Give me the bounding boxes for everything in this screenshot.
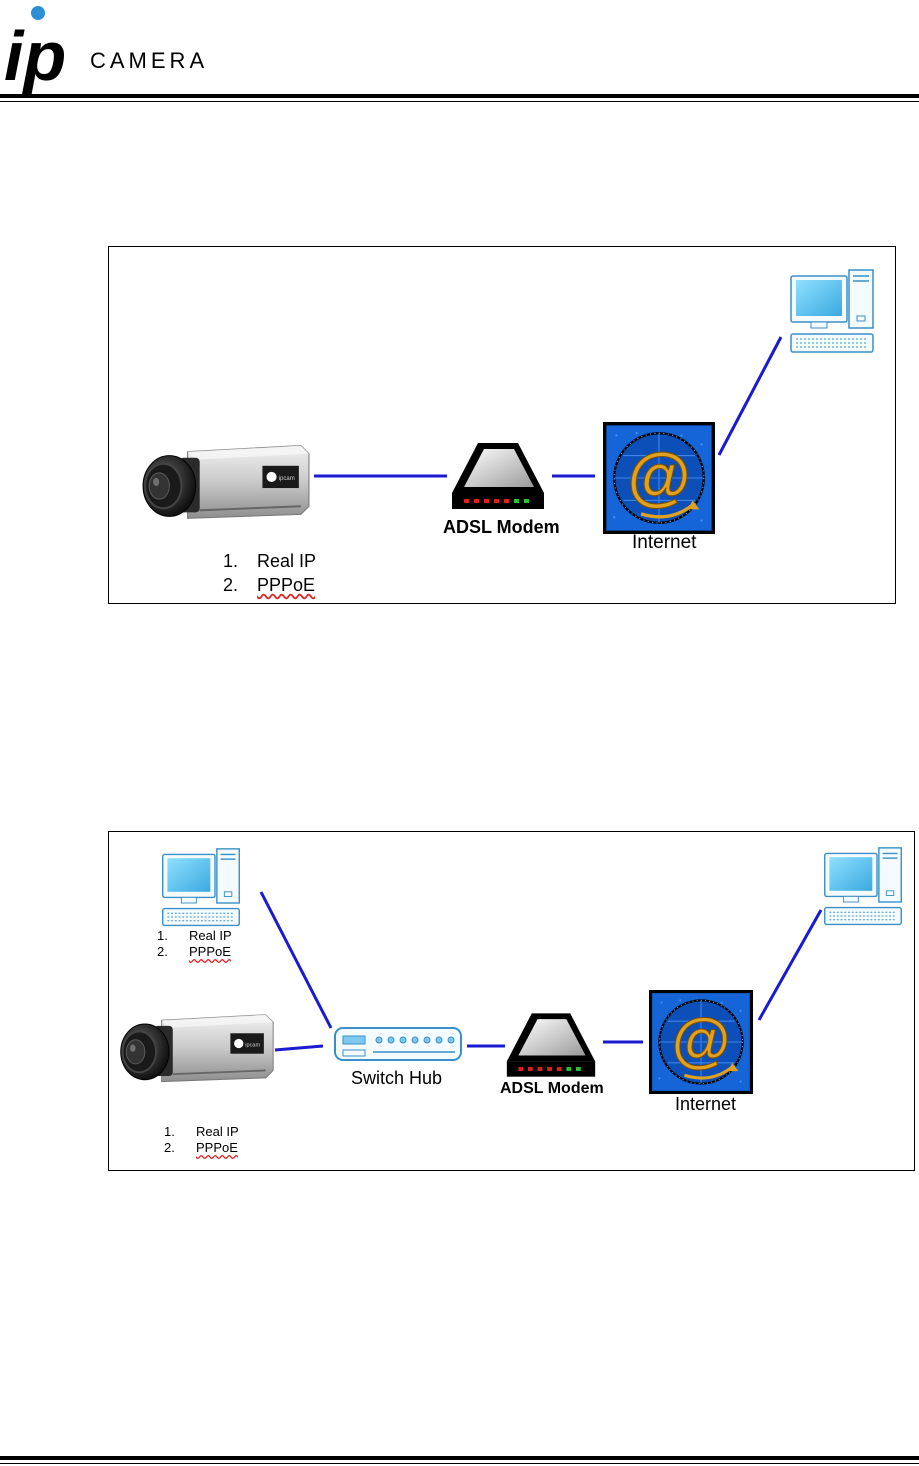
internet-label: Internet: [632, 532, 696, 554]
link-pc-switch: [261, 892, 331, 1028]
list-item: 1. Real IP: [223, 549, 316, 573]
ip-camera-icon: [143, 446, 309, 519]
list-item: 1. Real IP: [164, 1124, 239, 1140]
link-internet-pc: [759, 910, 821, 1020]
footer-rule-thin: [0, 1463, 919, 1464]
diagram-switch-hub-connection: 1. Real IP 2. PPPoE Switch Hub ADSL Mode…: [108, 831, 915, 1171]
list-item: 1. Real IP: [157, 928, 232, 944]
remote-computer-icon: [825, 848, 902, 925]
logo-camera-text: CAMERA: [90, 48, 208, 73]
switch-hub-label: Switch Hub: [351, 1068, 442, 1089]
internet-label: Internet: [675, 1094, 736, 1115]
camera-mode-list: 1. Real IP 2. PPPoE: [164, 1124, 239, 1156]
ip-camera-logo: ip CAMERA: [0, 0, 260, 95]
pc-mode-list: 1. Real IP 2. PPPoE: [157, 928, 232, 960]
list-item: 2. PPPoE: [223, 573, 316, 597]
adsl-modem-icon: [507, 1013, 595, 1076]
logo-ip-text: ip: [4, 17, 66, 95]
ip-camera-icon: [121, 1015, 273, 1082]
adsl-modem-icon: [452, 443, 544, 509]
footer-rule-thick: [0, 1456, 919, 1460]
local-computer-icon: [163, 849, 240, 926]
modem-label: ADSL Modem: [500, 1080, 604, 1098]
internet-globe-icon: [649, 990, 753, 1094]
header-rule-thick: [0, 94, 919, 98]
switch-hub-icon: [335, 1028, 461, 1060]
header-rule-thin: [0, 101, 919, 102]
list-item: 2. PPPoE: [157, 944, 232, 960]
link-internet-pc: [719, 337, 781, 455]
link-camera-switch: [275, 1046, 323, 1050]
modem-label: ADSL Modem: [443, 517, 560, 538]
internet-globe-icon: [603, 422, 715, 534]
diagram-direct-connection: ADSL Modem Internet 1. Real IP 2. PPPoE: [108, 246, 896, 604]
camera-mode-list: 1. Real IP 2. PPPoE: [223, 549, 316, 597]
list-item: 2. PPPoE: [164, 1140, 239, 1156]
remote-computer-icon: [791, 270, 873, 352]
